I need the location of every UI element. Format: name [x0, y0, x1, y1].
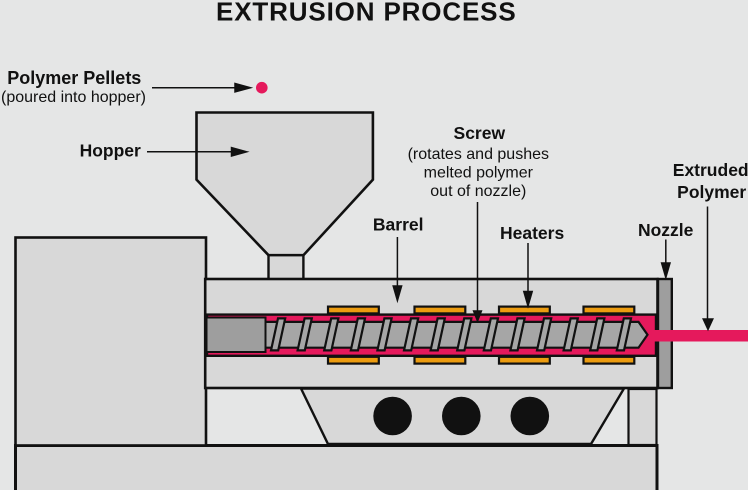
svg-text:Polymer: Polymer — [677, 182, 746, 202]
svg-text:Screw: Screw — [454, 123, 506, 143]
svg-text:Hopper: Hopper — [80, 141, 141, 161]
svg-text:(poured into hopper): (poured into hopper) — [1, 89, 146, 106]
svg-text:melted polymer: melted polymer — [424, 164, 534, 181]
svg-text:(rotates and pushes: (rotates and pushes — [408, 146, 549, 163]
svg-text:out of nozzle): out of nozzle) — [430, 183, 526, 200]
svg-text:Polymer Pellets: Polymer Pellets — [7, 68, 141, 88]
svg-text:Barrel: Barrel — [373, 215, 424, 235]
svg-text:Extruded: Extruded — [673, 160, 748, 180]
svg-text:Heaters: Heaters — [500, 223, 564, 243]
svg-text:EXTRUSION PROCESS: EXTRUSION PROCESS — [216, 0, 517, 27]
svg-text:Nozzle: Nozzle — [638, 220, 694, 240]
